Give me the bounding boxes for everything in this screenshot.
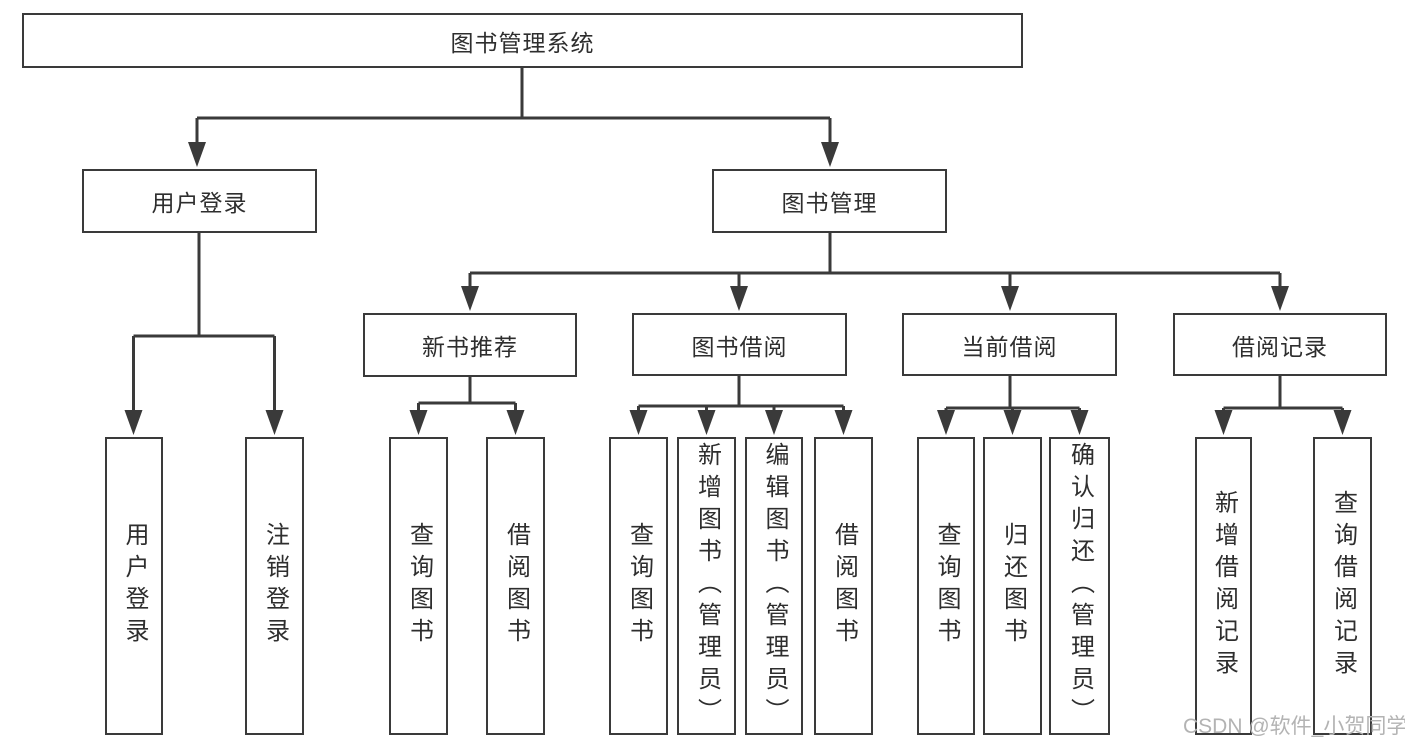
leaf-recommend-borrow-books: 借阅图书 [486, 437, 545, 735]
leaf-current-query-books: 查询图书 [917, 437, 975, 735]
node-book-management: 图书管理 [712, 169, 947, 233]
leaf-current-confirm-return-admin: 确认归还（管理员） [1049, 437, 1110, 735]
node-root: 图书管理系统 [22, 13, 1023, 68]
leaf-recommend-query-books: 查询图书 [389, 437, 448, 735]
leaf-records-add-record: 新增借阅记录 [1195, 437, 1252, 735]
leaf-borrowing-edit-books-admin: 编辑图书（管理员） [745, 437, 803, 735]
node-user-login: 用户登录 [82, 169, 317, 233]
leaf-records-query-record: 查询借阅记录 [1313, 437, 1372, 735]
watermark: CSDN @软件_小贺同学 [1183, 715, 1405, 738]
leaf-current-return-books: 归还图书 [983, 437, 1042, 735]
leaf-borrowing-add-books-admin: 新增图书（管理员） [677, 437, 736, 735]
leaf-logout: 注销登录 [245, 437, 304, 735]
node-current-borrowing: 当前借阅 [902, 313, 1117, 376]
leaf-borrowing-borrow-books: 借阅图书 [814, 437, 873, 735]
node-borrowing-records: 借阅记录 [1173, 313, 1387, 376]
node-new-book-recommend: 新书推荐 [363, 313, 577, 377]
leaf-user-login: 用户登录 [105, 437, 163, 735]
node-book-borrowing: 图书借阅 [632, 313, 847, 376]
leaf-borrowing-query-books: 查询图书 [609, 437, 668, 735]
arrowheads [124, 142, 1352, 435]
